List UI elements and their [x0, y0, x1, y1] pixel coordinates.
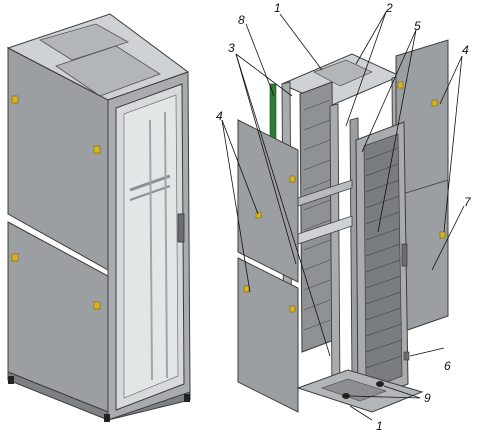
latch-icon	[93, 145, 101, 154]
callout-4-left: 4	[216, 109, 223, 123]
frame-post-front-left	[329, 103, 341, 395]
grounding-terminal	[403, 351, 410, 361]
exploded-cabinet	[237, 39, 449, 413]
perforated-door-mesh	[363, 133, 403, 391]
callout-1-bottom: 1	[376, 419, 383, 433]
latch-icon	[289, 305, 296, 313]
leader-lines	[221, 11, 465, 421]
callout-9: 9	[424, 391, 431, 405]
roof-plate-back	[39, 23, 129, 61]
callout-4-right: 4	[462, 43, 469, 57]
callout-2: 2	[385, 1, 393, 15]
latch-icon	[11, 253, 19, 262]
door-handle	[401, 243, 408, 267]
interior-post-2	[164, 111, 168, 379]
latch-icon	[431, 99, 438, 107]
door-perforation-pattern	[365, 147, 403, 369]
foot-icon	[104, 414, 110, 422]
callout-1-top: 1	[274, 1, 281, 15]
callout-6: 6	[444, 359, 451, 373]
rear-perforation-pattern	[303, 99, 331, 331]
foot-icon	[376, 381, 384, 387]
latch-icon	[289, 175, 296, 183]
latch-icon	[11, 95, 19, 104]
door-handle	[177, 213, 185, 243]
rear-perforated-panel	[299, 81, 335, 353]
latch-icon	[439, 231, 446, 239]
latch-icon	[93, 301, 101, 310]
foot-icon	[342, 393, 350, 399]
latch-icon	[243, 285, 250, 293]
foot-icon	[184, 394, 190, 402]
exploded-roof-plate	[313, 59, 373, 87]
callout-8: 8	[238, 13, 245, 27]
callout-7: 7	[464, 195, 472, 209]
exploded-side-panel-lower	[237, 257, 299, 413]
foot-icon	[8, 376, 14, 384]
exploded-side-panel-upper	[237, 119, 299, 283]
callout-3: 3	[228, 41, 235, 55]
interior-post-1	[149, 119, 153, 381]
latch-icon	[255, 211, 262, 219]
latch-icon	[397, 81, 404, 89]
assembled-cabinet	[6, 13, 191, 422]
roof-plate-front	[55, 45, 161, 97]
callout-5: 5	[414, 19, 421, 33]
